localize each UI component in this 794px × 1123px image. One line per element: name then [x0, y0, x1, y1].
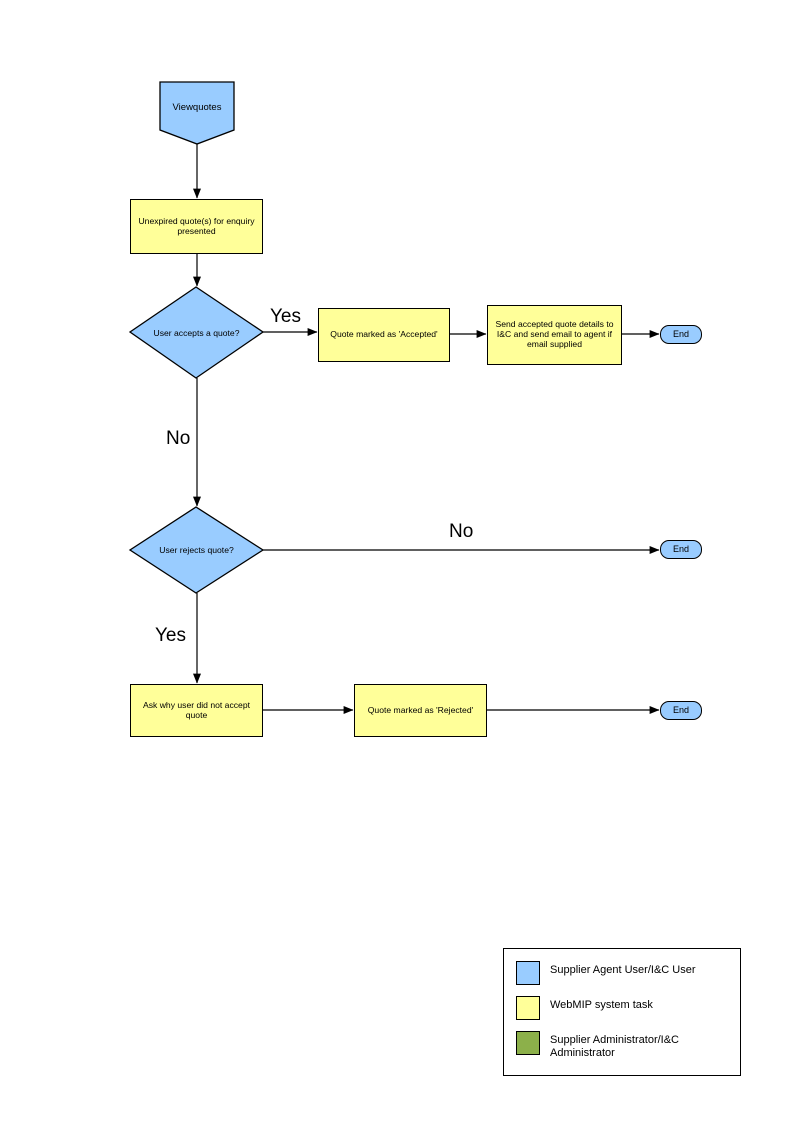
- edge-label-rejects-yes: Yes: [155, 625, 186, 646]
- node-start-label: Viewquotes: [172, 101, 222, 113]
- edge-label-accepts-yes: Yes: [270, 306, 301, 327]
- node-end-1-label: End: [672, 329, 689, 340]
- legend-swatch-webmip-system-task: [516, 996, 540, 1020]
- node-decision-rejects[interactable]: User rejects quote?: [130, 507, 263, 593]
- legend-label-supplier-agent-user: Supplier Agent User/I&C User: [550, 964, 696, 976]
- edge-label-rejects-no: No: [449, 521, 474, 542]
- node-send-accepted-details[interactable]: Send accepted quote details to I&C and s…: [487, 305, 622, 365]
- node-decision-accepts-label: User accepts a quote?: [153, 327, 240, 338]
- node-decision-accepts[interactable]: User accepts a quote?: [130, 287, 263, 378]
- legend-item: Supplier Agent User/I&C User: [516, 961, 740, 985]
- start-shape-outline: [159, 81, 235, 145]
- node-ask-why[interactable]: Ask why user did not accept quote: [130, 684, 263, 737]
- node-end-2-label: End: [672, 544, 689, 555]
- legend-swatch-supplier-administrator: [516, 1031, 540, 1055]
- node-end-3[interactable]: End: [660, 701, 702, 720]
- node-decision-rejects-label: User rejects quote?: [159, 545, 234, 555]
- legend-swatch-supplier-agent-user: [516, 961, 540, 985]
- node-quote-rejected-label: Quote marked as 'Rejected': [367, 704, 474, 715]
- legend-item: WebMIP system task: [516, 996, 740, 1020]
- node-send-details-label: Send accepted quote details to I&C and s…: [495, 319, 614, 349]
- node-quote-accepted-label: Quote marked as 'Accepted': [330, 329, 438, 340]
- node-ask-why-label: Ask why user did not accept quote: [143, 699, 250, 720]
- legend-item: Supplier Administrator/I&C Administrator: [516, 1031, 740, 1060]
- node-start-viewquotes[interactable]: Viewquotes: [160, 82, 234, 144]
- node-quote-rejected[interactable]: Quote marked as 'Rejected': [354, 684, 487, 737]
- legend-label-supplier-administrator: Supplier Administrator/I&C Administrator: [550, 1034, 679, 1060]
- node-quote-accepted[interactable]: Quote marked as 'Accepted': [318, 308, 450, 362]
- node-unexpired-quotes[interactable]: Unexpired quote(s) for enquiry presented: [130, 199, 263, 254]
- edge-label-accepts-no: No: [166, 428, 191, 449]
- decision-rejects-shape[interactable]: [128, 506, 265, 594]
- decision-accepts-shape[interactable]: [128, 286, 265, 379]
- node-end-2[interactable]: End: [660, 540, 702, 559]
- node-unexpired-label: Unexpired quote(s) for enquiry presented: [138, 215, 255, 236]
- legend-box: Supplier Agent User/I&C User WebMIP syst…: [503, 948, 741, 1076]
- node-end-1[interactable]: End: [660, 325, 702, 344]
- legend-label-webmip-system-task: WebMIP system task: [550, 999, 653, 1011]
- node-end-3-label: End: [672, 705, 689, 716]
